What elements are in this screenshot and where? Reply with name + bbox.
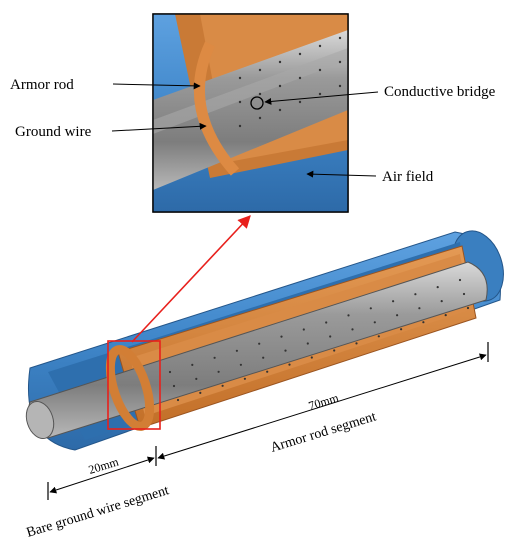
bridge-dot xyxy=(466,306,470,310)
zoom-pointer-arrow xyxy=(131,215,251,343)
bridge-dot xyxy=(278,60,282,64)
air-field-label: Air field xyxy=(382,169,434,185)
bridge-dot xyxy=(221,384,224,387)
bridge-dot xyxy=(278,84,282,88)
bridge-dot xyxy=(318,92,322,96)
bridge-dot xyxy=(347,314,350,317)
bridge-dot xyxy=(338,84,342,88)
bridge-dot xyxy=(258,116,262,120)
bridge-dot xyxy=(238,76,242,80)
bridge-dot xyxy=(288,363,291,366)
bridge-dot xyxy=(280,335,283,338)
bridge-dot xyxy=(172,384,176,388)
armor-rod-ring xyxy=(105,345,155,431)
bridge-dot xyxy=(396,314,399,317)
armor-rod-segment-label: Armor rod segment xyxy=(269,409,378,455)
bridge-dot xyxy=(444,314,447,317)
bridge-dot xyxy=(333,349,336,352)
conductive-bridge-marker xyxy=(250,96,264,110)
bridge-dot xyxy=(318,68,322,72)
conductive-bridge-leader xyxy=(264,91,379,105)
ground-wire-end xyxy=(25,400,55,440)
bridge-dot xyxy=(436,286,439,289)
dimension-markers xyxy=(47,342,489,500)
bridge-dot xyxy=(462,292,466,296)
bridge-dot xyxy=(306,342,309,345)
bridge-dot xyxy=(422,321,425,324)
bridge-dot xyxy=(213,356,216,359)
armor-length-label: 70mm xyxy=(307,390,341,413)
bridge-dot xyxy=(191,363,194,366)
bridge-dot xyxy=(369,307,372,310)
zoom-inset xyxy=(152,13,349,213)
bridge-dot xyxy=(325,321,328,324)
bridge-dot xyxy=(199,391,202,394)
bridge-dot xyxy=(266,370,269,373)
armor-rod-leader xyxy=(112,82,201,90)
bridge-dot xyxy=(278,108,282,112)
bridge-dot xyxy=(258,68,262,72)
bridge-dot xyxy=(284,349,287,352)
main-cylinder-model xyxy=(25,230,504,451)
bridge-dot xyxy=(310,356,313,359)
air-field-leader xyxy=(306,170,377,178)
bridge-dot xyxy=(176,398,180,402)
bridge-dot xyxy=(239,363,242,366)
bridge-dot xyxy=(168,370,172,374)
bridge-dot xyxy=(440,300,443,303)
armor-dimension-line xyxy=(157,353,487,460)
bridge-dot xyxy=(302,328,305,331)
bridge-dot xyxy=(238,124,242,128)
bridge-dot xyxy=(418,307,421,310)
bridge-dot xyxy=(400,328,403,331)
bridge-dot xyxy=(329,335,332,338)
bridge-dot xyxy=(258,92,262,96)
bridge-dot xyxy=(414,293,417,296)
bridge-dot xyxy=(243,377,246,380)
ground-wire-leader xyxy=(111,122,207,132)
bare-dimension-line xyxy=(49,456,155,494)
bare-ground-wire-segment-label: Bare ground wire segment xyxy=(25,483,171,541)
bridge-dot xyxy=(458,278,462,282)
bridge-dot xyxy=(238,100,242,104)
ground-wire-label: Ground wire xyxy=(15,124,92,140)
bare-length-label: 20mm xyxy=(87,454,121,477)
bridge-dot xyxy=(195,377,198,380)
bridge-dot xyxy=(235,349,238,352)
bridge-dot xyxy=(262,356,265,359)
bridge-dot xyxy=(392,300,395,303)
bridge-dot xyxy=(377,335,380,338)
bridge-dot xyxy=(318,44,322,48)
bridge-dot xyxy=(355,342,358,345)
bridge-dot xyxy=(298,52,302,56)
bridge-dot xyxy=(373,321,376,324)
bridge-dot xyxy=(338,36,342,40)
bridge-dot xyxy=(351,328,354,331)
armor-rod-label: Armor rod xyxy=(10,77,74,93)
bridge-dot xyxy=(338,60,342,64)
bridge-dot xyxy=(298,76,302,80)
bridge-dot xyxy=(258,342,261,345)
bridge-dot xyxy=(298,100,302,104)
conductive-bridge-label: Conductive bridge xyxy=(384,84,496,100)
bridge-dot xyxy=(217,370,220,373)
